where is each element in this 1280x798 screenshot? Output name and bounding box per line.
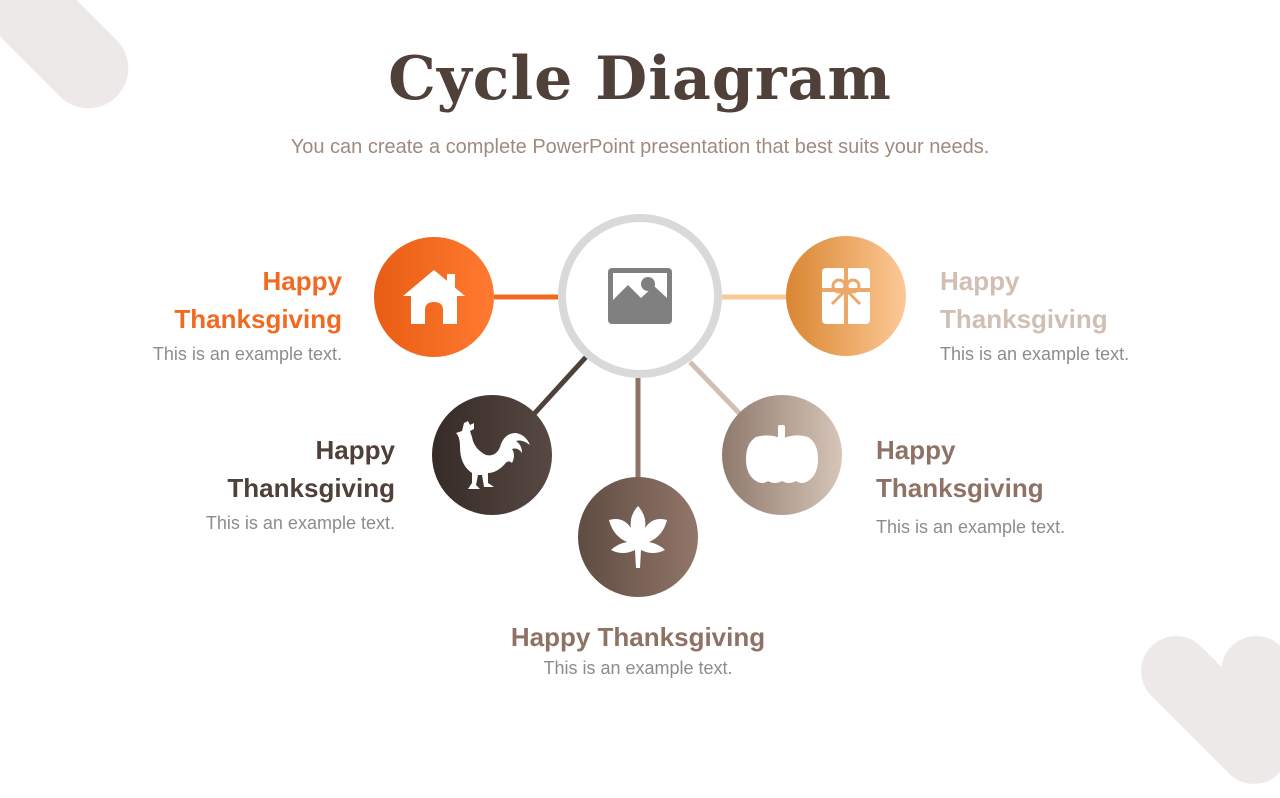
- node-house: [374, 237, 494, 357]
- node-gift: [786, 236, 906, 356]
- body-text: This is an example text.: [543, 658, 733, 678]
- heading-line2: Thanksgiving: [174, 304, 342, 334]
- connector-lines: [494, 294, 787, 478]
- label-top-left: Happy Thanksgiving This is an example te…: [100, 262, 342, 365]
- body-text: This is an example text.: [152, 344, 342, 364]
- connector-bottom-right: [688, 360, 742, 416]
- maple-leaf-icon: [609, 506, 667, 568]
- body-text: This is an example text.: [205, 513, 395, 533]
- heading-line2: Thanksgiving: [227, 473, 395, 503]
- gift-icon: [822, 268, 870, 324]
- label-bottom-right: Happy Thanksgiving This is an example te…: [876, 431, 1136, 538]
- heading-line1: Happy: [315, 435, 395, 465]
- heading-line2: Thanksgiving: [876, 473, 1044, 503]
- central-hub: [558, 214, 722, 378]
- node-maple-leaf: [578, 477, 698, 597]
- heading-line1: Happy: [876, 435, 956, 465]
- heading: Happy Thanksgiving: [510, 622, 766, 652]
- rooster-icon: [456, 421, 530, 489]
- label-bottom-center: Happy Thanksgiving This is an example te…: [438, 618, 838, 679]
- slide-title: Cycle Diagram: [388, 44, 892, 114]
- house-icon: [403, 270, 465, 324]
- node-pumpkin: [722, 395, 842, 515]
- image-placeholder-icon: [608, 268, 672, 324]
- slide-subtitle: You can create a complete PowerPoint pre…: [290, 136, 990, 158]
- label-bottom-left: Happy Thanksgiving This is an example te…: [150, 431, 395, 534]
- node-rooster: [432, 395, 552, 515]
- label-top-right: Happy Thanksgiving This is an example te…: [940, 262, 1200, 365]
- connector-bottom-left: [532, 355, 588, 416]
- body-text: This is an example text.: [876, 517, 1066, 537]
- heading-line1: Happy: [262, 266, 342, 296]
- heading-line2: Thanksgiving: [940, 304, 1108, 334]
- body-text: This is an example text.: [940, 344, 1130, 364]
- heading-line1: Happy: [940, 266, 1020, 296]
- pumpkin-icon: [746, 425, 818, 483]
